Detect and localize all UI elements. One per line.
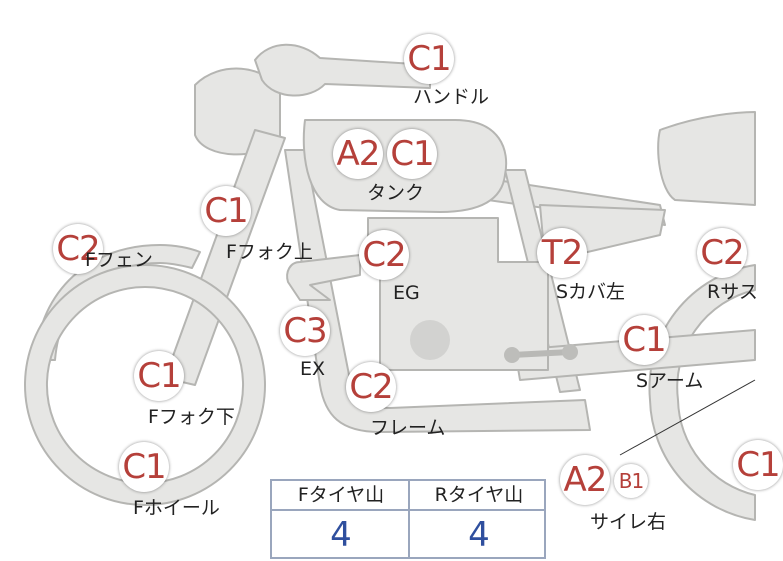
tire-tread-table: Fタイヤ山 Rタイヤ山 4 4: [270, 479, 546, 559]
f-fork-upper-label: Fフォク上: [226, 241, 313, 263]
table-divider-vertical: [408, 481, 410, 557]
f-fork-upper-code-badge: C1: [201, 186, 251, 236]
exhaust-pipe: [286, 254, 361, 301]
r-tire-tread-header: Rタイヤ山: [434, 484, 524, 506]
exhaust-code-badge: C3: [280, 306, 330, 356]
exhaust-label: EX: [300, 358, 326, 380]
motorcycle-damage-diagram: C1 ハンドル A2 C1 タンク C1 Fフォク上 C2 Fフェン C2 EG…: [24, 34, 781, 559]
r-sus-code-badge: C2: [697, 228, 747, 278]
engine-label: EG: [393, 282, 420, 304]
tank-code-badge-2: C1: [387, 129, 437, 179]
frame-code-badge: C2: [346, 362, 396, 412]
swing-arm-code-badge: C1: [619, 315, 669, 365]
tank-label: タンク: [367, 182, 425, 204]
f-tire-tread-value: 4: [330, 515, 352, 555]
f-tire-tread-header: Fタイヤ山: [297, 484, 385, 506]
engine-cover: [410, 320, 450, 360]
table-divider-horizontal: [272, 509, 544, 511]
handle-label: ハンドル: [413, 86, 490, 108]
silencer-right-code-badge-1: A2: [560, 455, 610, 505]
r-sus-label: Rサス: [707, 281, 758, 303]
s-cover-left-label: Sカバ左: [556, 281, 626, 303]
s-cover-left-code-badge: T2: [537, 228, 587, 278]
f-fender-label: Fフェン: [85, 249, 153, 271]
handle-code-badge: C1: [404, 34, 454, 84]
f-wheel-code-badge: C1: [119, 442, 169, 492]
engine-code-badge: C2: [359, 230, 409, 280]
f-fork-lower-code-badge: C1: [134, 351, 184, 401]
f-fork-lower-label: Fフォク下: [148, 406, 235, 428]
r-wheel-code-badge: C1: [733, 440, 783, 490]
swing-arm-label: Sアーム: [636, 370, 704, 392]
r-tire-tread-value: 4: [468, 515, 490, 555]
frame-label: フレーム: [370, 417, 446, 439]
seat: [657, 111, 756, 206]
silencer-leader-line: [619, 379, 756, 456]
f-fender-code-badge: C2: [53, 224, 103, 274]
f-wheel-label: Fホイール: [133, 497, 220, 519]
silencer-right-code-badge-2: B1: [614, 464, 648, 498]
shift-lever: [504, 344, 578, 363]
silencer-right-label: サイレ右: [590, 511, 667, 533]
tank-code-badge-1: A2: [333, 129, 383, 179]
